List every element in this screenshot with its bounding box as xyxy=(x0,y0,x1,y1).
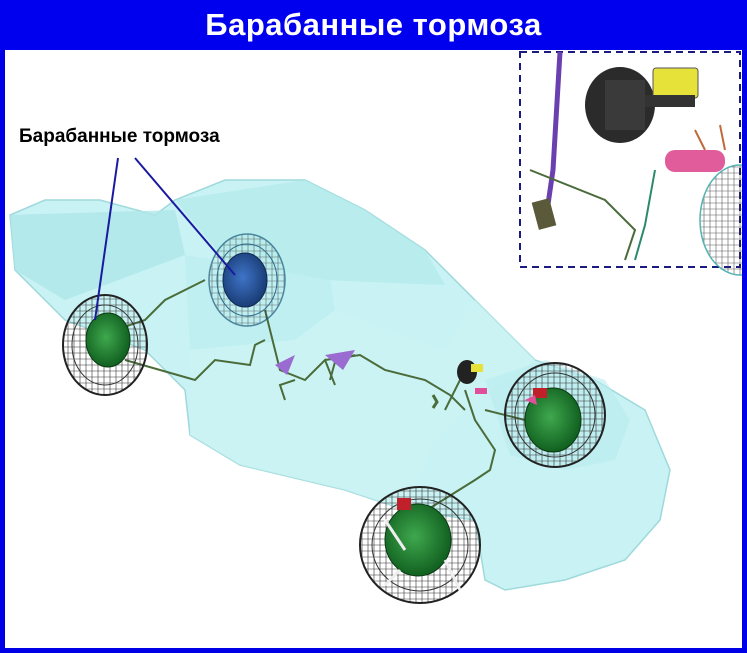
rear-left-wheel xyxy=(62,294,148,396)
detail-inset xyxy=(519,51,742,276)
rear-right-wheel xyxy=(208,233,286,327)
drum-brakes-label: Барабанные тормоза xyxy=(19,126,220,147)
master-cylinder xyxy=(431,360,487,409)
front-right-wheel xyxy=(504,362,606,468)
brake-system-diagram xyxy=(9,51,742,604)
front-left-wheel xyxy=(359,486,481,604)
proportioning-valve-right xyxy=(325,350,355,370)
proportioning-valve-left xyxy=(275,355,295,375)
callout-leaders xyxy=(94,157,236,321)
title-bar: Барабанные тормоза xyxy=(0,0,747,50)
page-title: Барабанные тормоза xyxy=(205,7,542,42)
diagram-panel: Барабанные тормоза xyxy=(5,50,742,648)
